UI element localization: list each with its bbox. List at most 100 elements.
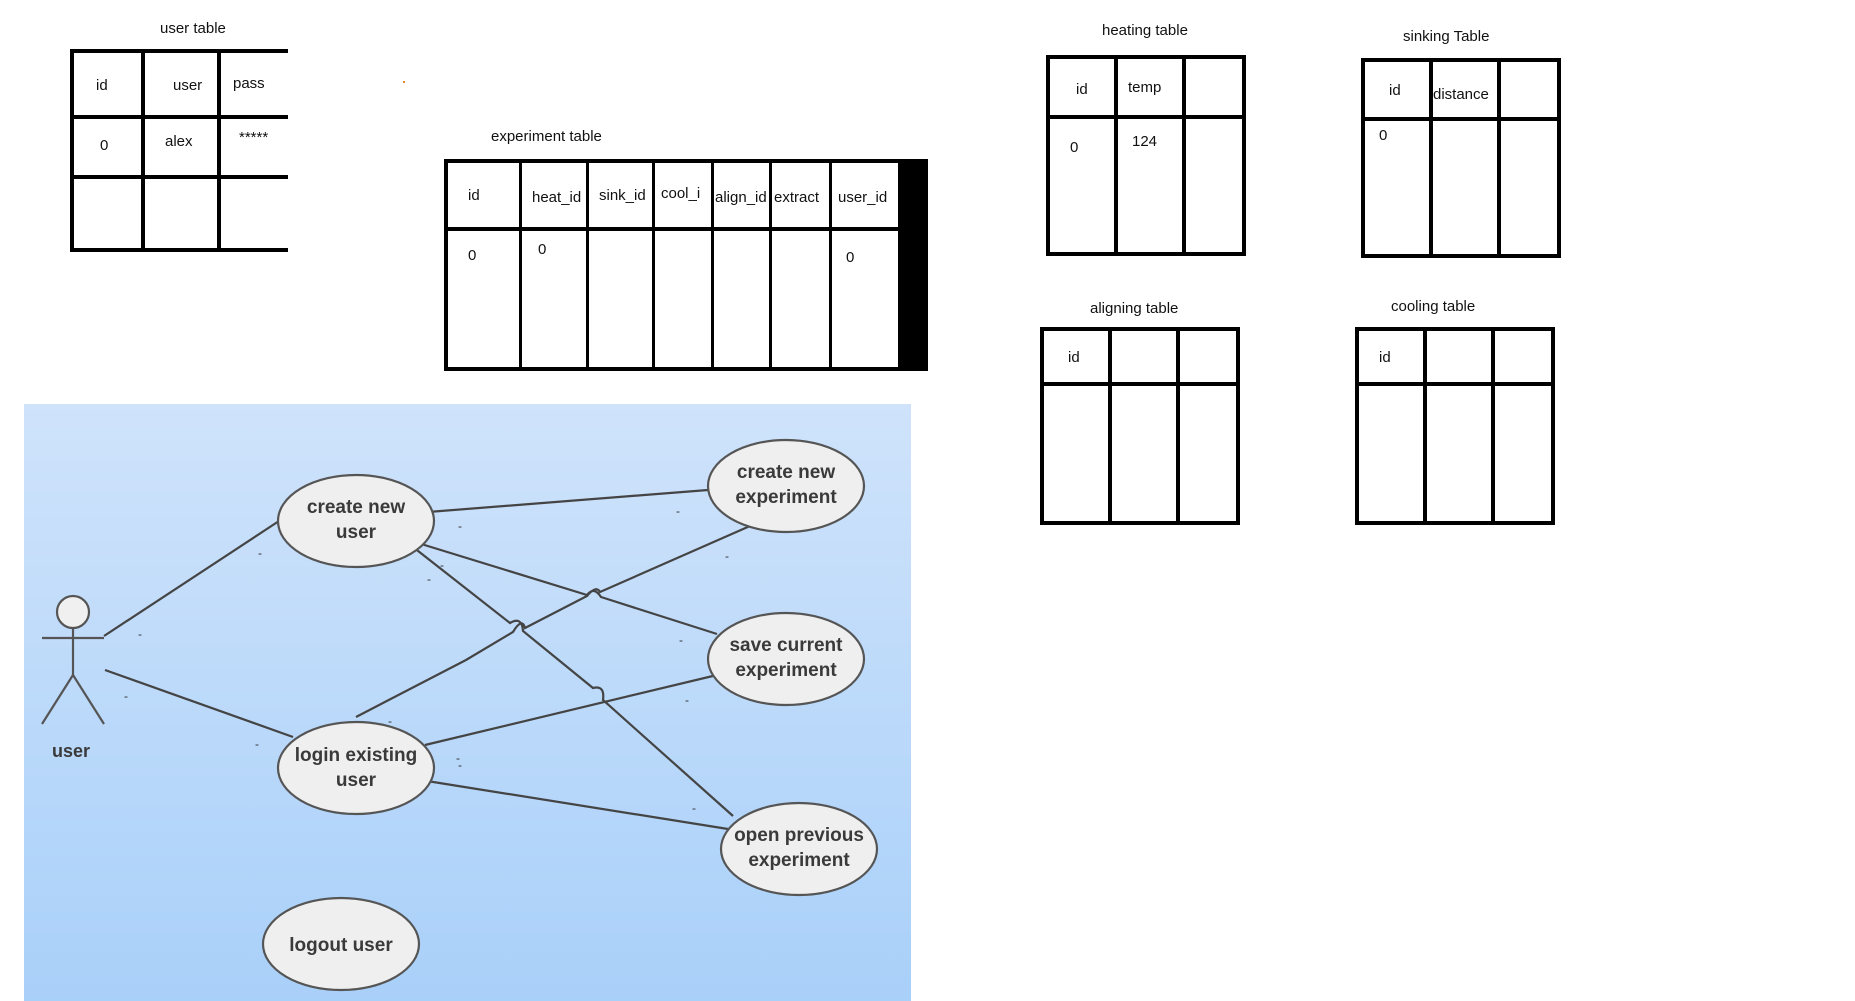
association-line	[424, 673, 718, 747]
experiment-table-cell	[589, 231, 652, 367]
aligning-table-header-id: id	[1044, 331, 1108, 382]
association-marker: -	[456, 751, 460, 765]
sinking-table-cell	[1501, 121, 1557, 254]
experiment-table-cell: 0	[832, 231, 898, 367]
sinking-table-header-empty	[1501, 62, 1557, 117]
use-case-save-experiment-label: experiment	[735, 660, 837, 681]
association-marker: -	[692, 801, 696, 815]
experiment-table-title: experiment table	[491, 128, 602, 145]
use-case-open-experiment	[719, 801, 879, 897]
experiment-table-cell	[772, 231, 829, 367]
use-case-open-experiment-label: open previous	[734, 825, 864, 846]
cooling-table-cell	[1359, 386, 1423, 521]
use-case-login-user-label: user	[336, 770, 377, 791]
use-case-create-experiment	[706, 438, 866, 534]
experiment-table-header-sink-id: sink_id	[589, 163, 652, 227]
aligning-table-header-empty	[1112, 331, 1176, 382]
user-table-title: user table	[160, 20, 226, 37]
cooling-table-cell	[1495, 386, 1551, 521]
use-case-save-experiment-label: save current	[729, 635, 843, 656]
experiment-table-header-user-id: user_id	[832, 163, 898, 227]
stray-mark	[403, 81, 405, 83]
use-case-logout-user-label: logout user	[289, 935, 393, 956]
heating-table-header-id: id	[1050, 59, 1114, 115]
cooling-table-cell	[1427, 386, 1491, 521]
use-case-create-user-label: create new	[307, 497, 405, 518]
actor-leg	[72, 674, 105, 725]
experiment-table-header-align-id: align_id	[714, 163, 769, 227]
sinking-table-header-distance: distance	[1433, 62, 1497, 117]
association-marker: -	[388, 714, 392, 728]
aligning-table-cell	[1180, 386, 1236, 521]
aligning-table: id	[1040, 327, 1240, 525]
cooling-table-header-empty	[1495, 331, 1551, 382]
association-marker: -	[440, 558, 444, 572]
cooling-table-title: cooling table	[1391, 298, 1476, 315]
user-table-header-pass: pass	[221, 53, 288, 115]
association-line	[412, 546, 734, 817]
use-case-create-experiment-label: experiment	[735, 487, 837, 508]
sinking-table-cell	[1433, 121, 1497, 254]
association-line	[103, 520, 280, 637]
experiment-table-header-heat-id: heat_id	[522, 163, 586, 227]
sinking-table-header-id: id	[1365, 62, 1429, 117]
actor-label: user	[52, 741, 90, 761]
cooling-table-header-empty	[1427, 331, 1491, 382]
user-table: id user pass 0 alex *****	[70, 49, 288, 252]
user-table-cell: alex	[145, 119, 217, 175]
actor-leg	[41, 674, 74, 725]
user-table-cell: *****	[221, 119, 288, 175]
association-marker: -	[255, 737, 259, 751]
use-case-login-user	[276, 720, 436, 816]
association-marker: -	[124, 689, 128, 703]
association-line	[427, 488, 709, 514]
heating-table-cell: 0	[1050, 119, 1114, 252]
user-table-cell	[221, 179, 288, 248]
association-marker: -	[458, 758, 462, 772]
association-marker: -	[458, 519, 462, 533]
heating-table-cell: 124	[1118, 119, 1182, 252]
use-case-create-experiment-label: create new	[737, 462, 835, 483]
aligning-table-title: aligning table	[1090, 300, 1179, 317]
user-table-cell	[145, 179, 217, 248]
actor-user	[41, 594, 105, 725]
aligning-table-cell	[1044, 386, 1108, 521]
association-marker: -	[725, 549, 729, 563]
user-table-header-user: user	[145, 53, 217, 115]
user-table-header-id: id	[74, 53, 141, 115]
experiment-table-header-extract: extract	[772, 163, 829, 227]
actor-head	[55, 594, 91, 630]
heating-table-title: heating table	[1102, 22, 1188, 39]
association-line	[426, 779, 729, 831]
heating-table-cell	[1186, 119, 1242, 252]
experiment-table-header-id: id	[448, 163, 519, 227]
use-case-open-experiment-label: experiment	[748, 850, 850, 871]
experiment-table-header-cool-id: cool_i	[655, 163, 711, 227]
use-case-create-user	[276, 473, 436, 569]
association-marker: -	[258, 546, 262, 560]
association-line	[417, 541, 718, 636]
use-case-login-user-label: login existing	[295, 745, 417, 766]
heating-table-header-temp: temp	[1118, 59, 1182, 115]
experiment-table-cell: 0	[522, 231, 586, 367]
cooling-table-header-id: id	[1359, 331, 1423, 382]
association-line	[104, 668, 294, 739]
user-table-cell	[74, 179, 141, 248]
association-marker: -	[679, 633, 683, 647]
cooling-table: id	[1355, 327, 1555, 525]
association-marker: -	[676, 504, 680, 518]
association-line	[355, 524, 751, 718]
aligning-table-cell	[1112, 386, 1176, 521]
sinking-table-title: sinking Table	[1403, 28, 1490, 45]
use-case-create-user-label: user	[336, 522, 377, 543]
association-marker: -	[427, 572, 431, 586]
experiment-table-cell: 0	[448, 231, 519, 367]
association-marker: -	[685, 693, 689, 707]
use-case-save-experiment	[706, 611, 866, 707]
experiment-table: id heat_id sink_id cool_i align_id extra…	[444, 159, 928, 371]
user-table-cell: 0	[74, 119, 141, 175]
experiment-table-cell	[655, 231, 711, 367]
association-marker: -	[138, 627, 142, 641]
aligning-table-header-empty	[1180, 331, 1236, 382]
